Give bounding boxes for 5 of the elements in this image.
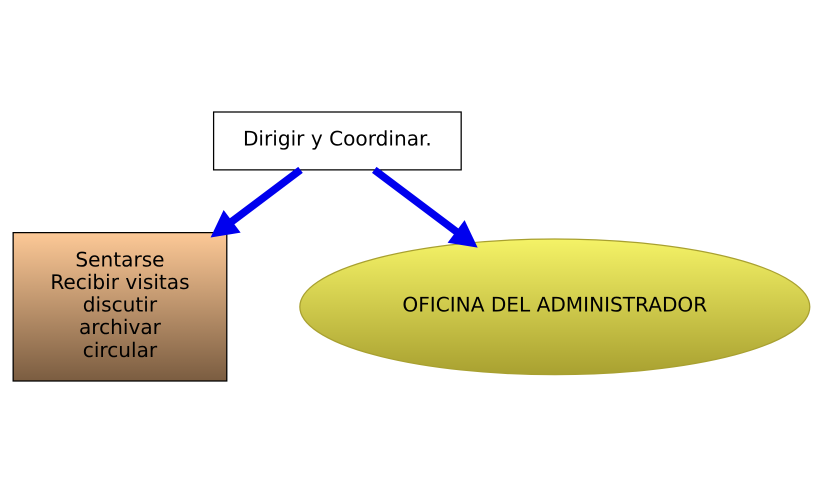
arrow [210, 166, 303, 237]
node-ellipse: OFICINA DEL ADMINISTRADOR [299, 238, 810, 375]
node-box: Sentarse Recibir visitas discutir archivar circular [12, 232, 228, 382]
arrow [372, 166, 478, 248]
node-box: Dirigir y Coordinar. [212, 110, 462, 170]
